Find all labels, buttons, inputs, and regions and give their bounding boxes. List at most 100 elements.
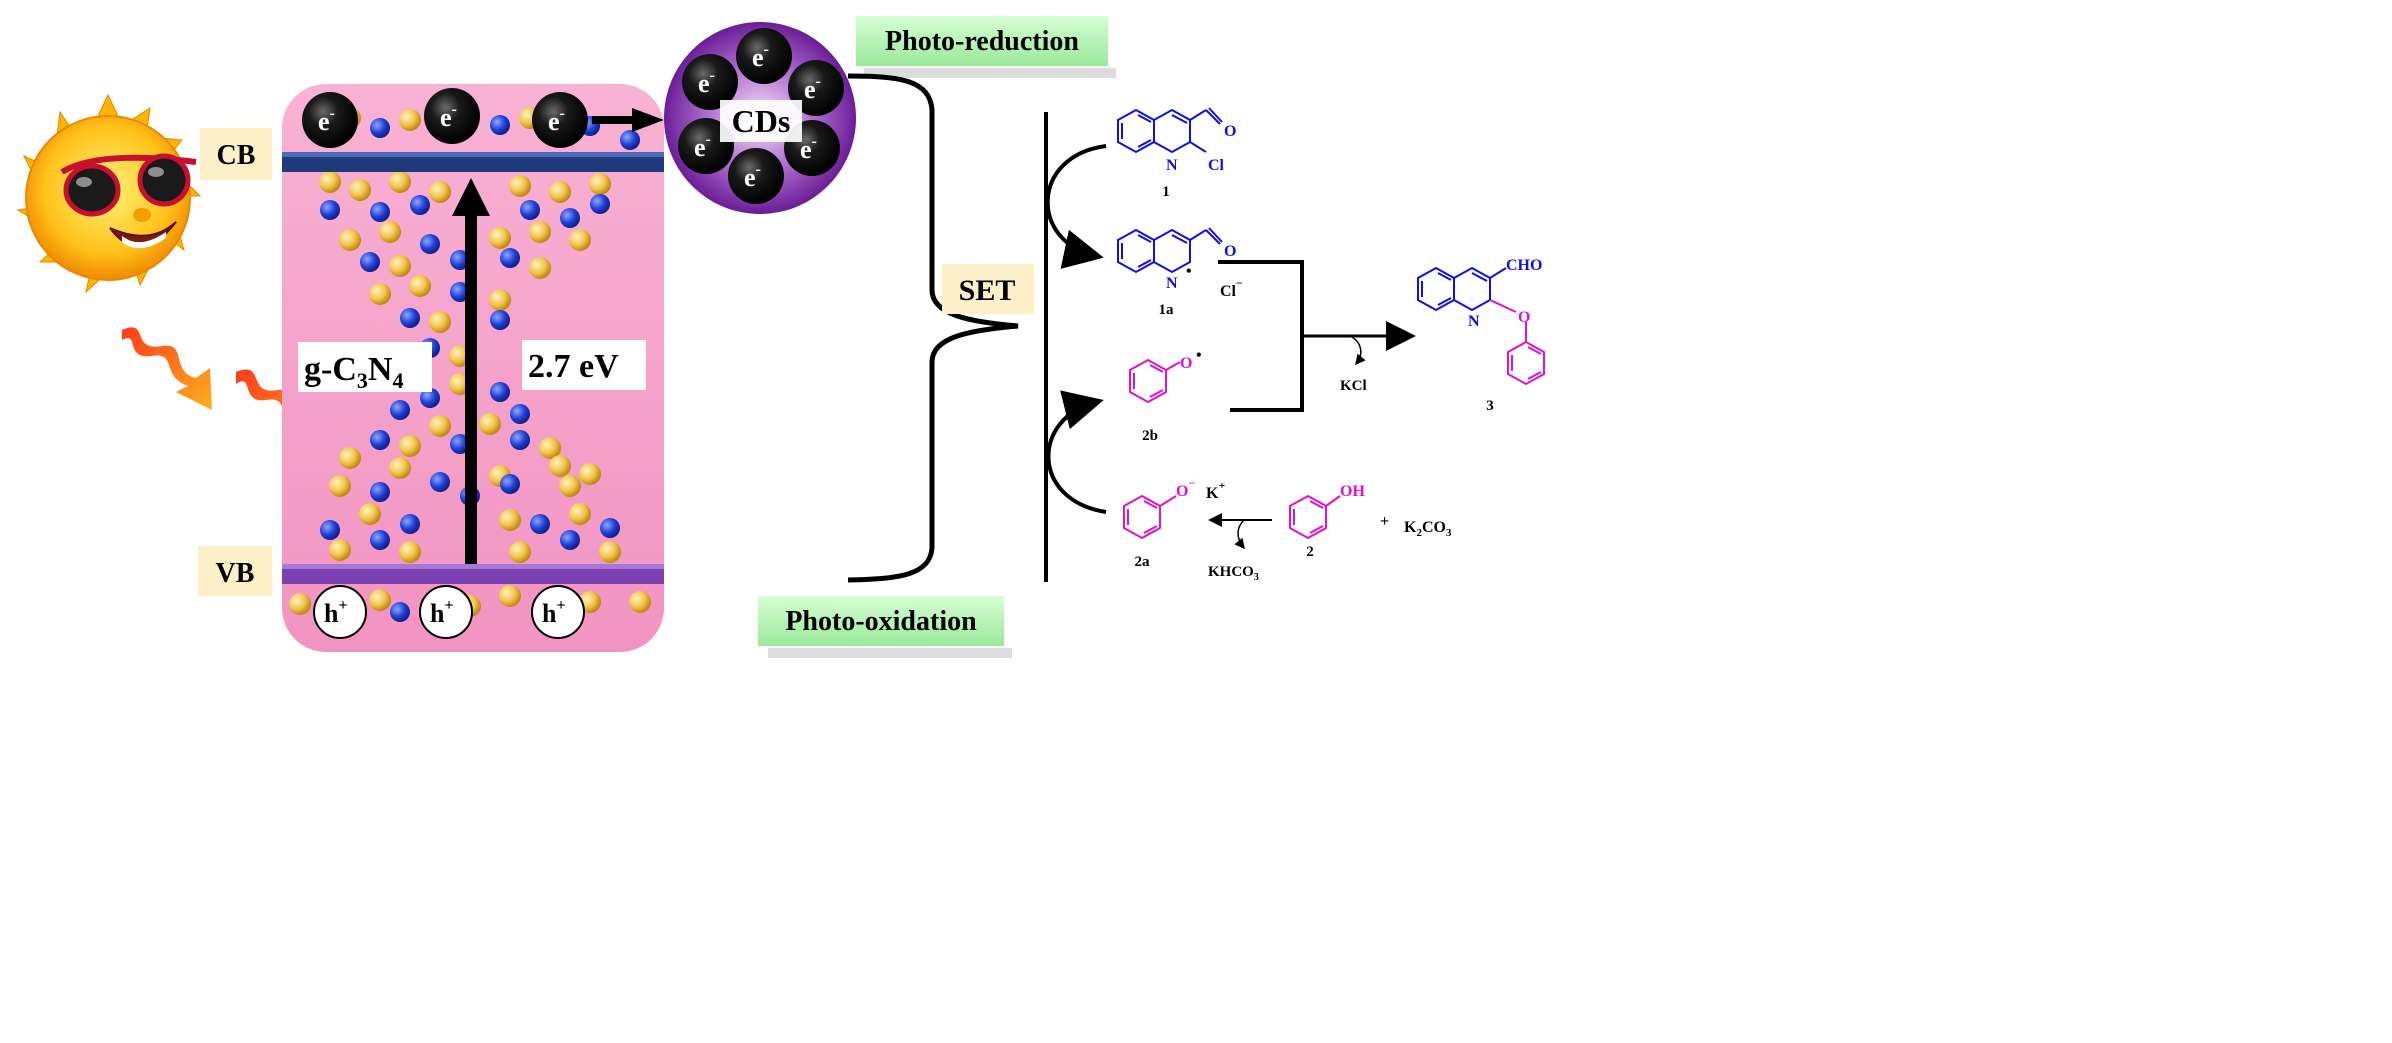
carbon-atom bbox=[509, 541, 531, 563]
carbon-atom bbox=[329, 475, 351, 497]
nitrogen-atom bbox=[430, 472, 450, 492]
band-gap-label: 2.7 eV bbox=[528, 348, 619, 385]
svg-text:e-: e- bbox=[318, 105, 335, 136]
compound-1-label: 1 bbox=[1162, 184, 1170, 200]
svg-text:e-: e- bbox=[548, 105, 565, 136]
svg-text:e-: e- bbox=[752, 41, 769, 72]
carbon-atom bbox=[629, 591, 651, 613]
nitrogen-atom bbox=[420, 234, 440, 254]
carbon-atom bbox=[329, 539, 351, 561]
carbon-atom bbox=[489, 289, 511, 311]
oxidation-curved-arrow bbox=[1046, 390, 1107, 514]
electron: e- bbox=[302, 92, 358, 148]
nitrogen-atom bbox=[370, 118, 390, 138]
svg-text:h+: h+ bbox=[430, 597, 454, 628]
compound-2b-structure bbox=[1129, 358, 1181, 404]
cds-sphere: e-e-e-e-e-e- CDs bbox=[664, 22, 856, 214]
photo-oxidation-box bbox=[758, 596, 1004, 646]
svg-text:e-: e- bbox=[698, 67, 715, 98]
nitrogen-atom bbox=[420, 388, 440, 408]
carbon-atom bbox=[359, 503, 381, 525]
carbon-atom bbox=[509, 175, 531, 197]
compound-2a-structure bbox=[1123, 494, 1177, 540]
nitrogen-atom bbox=[490, 310, 510, 330]
photocatalysis-diagram: g-C3N4 2.7 eV CB VB e- e- e- h+ h+ h+ e-… bbox=[16, 16, 1545, 658]
carbon-atom bbox=[499, 509, 521, 531]
gcn-panel: g-C3N4 2.7 eV bbox=[282, 84, 664, 652]
c3-cho-label: CHO bbox=[1506, 257, 1542, 274]
carbon-atom bbox=[389, 171, 411, 193]
hole: h+ bbox=[419, 585, 473, 639]
cds-electron: e- bbox=[728, 148, 784, 204]
carbon-atom bbox=[399, 109, 421, 131]
carbon-atom bbox=[399, 435, 421, 457]
svg-text:h+: h+ bbox=[542, 597, 566, 628]
svg-text:e-: e- bbox=[744, 161, 761, 192]
electron: e- bbox=[532, 92, 588, 148]
photo-reduction-box bbox=[856, 16, 1108, 66]
c1a-n-label: N bbox=[1166, 275, 1178, 292]
electron-transfer-arrow bbox=[592, 108, 664, 132]
carbon-atom bbox=[579, 463, 601, 485]
nitrogen-atom bbox=[390, 602, 410, 622]
carbon-atom bbox=[369, 283, 391, 305]
plus-sign: + bbox=[1380, 513, 1389, 530]
carbon-atom bbox=[389, 457, 411, 479]
compound-2-label: 2 bbox=[1306, 544, 1314, 560]
c1-n-label: N bbox=[1166, 157, 1178, 174]
carbon-atom bbox=[379, 221, 401, 243]
svg-text:e-: e- bbox=[694, 131, 711, 162]
nitrogen-atom bbox=[530, 514, 550, 534]
compound-3-structure bbox=[1417, 266, 1507, 312]
compound-1a-structure bbox=[1117, 227, 1223, 274]
nitrogen-atom bbox=[490, 382, 510, 402]
carbon-atom bbox=[409, 275, 431, 297]
svg-text:e-: e- bbox=[440, 101, 457, 132]
cb-label: CB bbox=[217, 140, 256, 171]
c2b-o-label: O bbox=[1180, 355, 1192, 372]
kcl-label: KCl bbox=[1340, 378, 1367, 394]
nitrogen-atom bbox=[560, 530, 580, 550]
khco3-label: KHCO3 bbox=[1208, 564, 1259, 583]
hole: h+ bbox=[531, 585, 585, 639]
nitrogen-atom bbox=[370, 482, 390, 502]
cds-electron: e- bbox=[682, 54, 738, 110]
carbon-atom bbox=[529, 221, 551, 243]
compound-2b-label: 2b bbox=[1142, 428, 1158, 444]
carbon-atom bbox=[429, 415, 451, 437]
carbon-atom bbox=[559, 475, 581, 497]
carbon-atom bbox=[479, 413, 501, 435]
nitrogen-atom bbox=[370, 430, 390, 450]
gcn-lattice bbox=[289, 107, 651, 622]
potassium-ion: K+ bbox=[1206, 478, 1225, 502]
k2co3-label: K2CO3 bbox=[1404, 519, 1452, 539]
compound-2a-label: 2a bbox=[1135, 554, 1151, 570]
carbon-atom bbox=[429, 181, 451, 203]
phenoxide-o: O− bbox=[1176, 476, 1195, 500]
c1-o-label: O bbox=[1224, 123, 1236, 140]
svg-text:e-: e- bbox=[800, 133, 817, 164]
c1-cl-label: Cl bbox=[1208, 157, 1225, 174]
carbon-atom bbox=[589, 173, 611, 195]
carbon-atom bbox=[399, 541, 421, 563]
c3-n-label: N bbox=[1468, 313, 1480, 330]
electron: e- bbox=[424, 88, 480, 144]
nitrogen-atom bbox=[400, 514, 420, 534]
vb-label: VB bbox=[216, 558, 255, 589]
nitrogen-atom bbox=[410, 195, 430, 215]
photo-reduction-label: Photo-reduction bbox=[885, 26, 1079, 57]
nitrogen-atom bbox=[520, 200, 540, 220]
nitrogen-atom bbox=[400, 308, 420, 328]
nitrogen-atom bbox=[510, 404, 530, 424]
nitrogen-atom bbox=[510, 430, 530, 450]
light-wave-icon-1 bbox=[122, 327, 212, 410]
carbon-atom bbox=[349, 179, 371, 201]
carbon-atom bbox=[549, 181, 571, 203]
nitrogen-atom bbox=[590, 194, 610, 214]
material-label: g-C3N4 bbox=[304, 351, 403, 393]
chloride-ion: Cl− bbox=[1220, 276, 1243, 300]
svg-text:h+: h+ bbox=[324, 597, 348, 628]
c1a-o-label: O bbox=[1224, 243, 1236, 260]
cds-label: CDs bbox=[732, 103, 791, 139]
nitrogen-atom bbox=[370, 202, 390, 222]
